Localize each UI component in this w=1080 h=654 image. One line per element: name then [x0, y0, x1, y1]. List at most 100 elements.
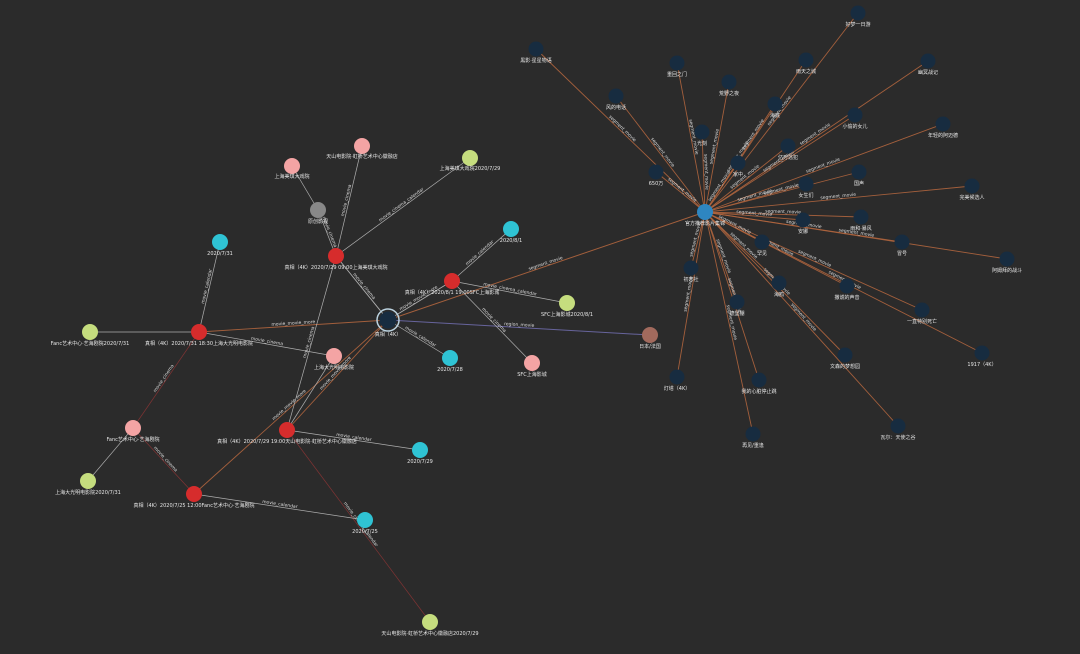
movie-node[interactable] [839, 278, 855, 294]
movie-node-label: 黑影·星星物语 [520, 57, 552, 64]
graph-node[interactable] [186, 486, 202, 502]
graph-node-label: 2020/7/29 [407, 459, 433, 465]
movie-node[interactable] [669, 369, 685, 385]
graph-node[interactable] [444, 273, 460, 289]
graph-edge [286, 255, 337, 431]
movie-node-label: 罕见 [757, 251, 767, 257]
movie-node[interactable] [528, 41, 544, 57]
movie-node[interactable] [771, 275, 787, 291]
graph-node[interactable] [354, 138, 370, 154]
movie-node-label: 瓦尔：天使之谷 [880, 434, 915, 441]
movie-node[interactable] [798, 176, 814, 192]
movie-node[interactable] [920, 53, 936, 69]
movie-node[interactable] [729, 294, 745, 310]
edge-label: movie_cinema [250, 336, 283, 348]
graph-node[interactable] [279, 422, 295, 438]
movie-node[interactable] [694, 124, 710, 140]
hub-node[interactable] [697, 204, 713, 220]
graph-node-label: 2020/8/1 [500, 238, 522, 244]
graph-edge [87, 427, 134, 482]
graph-edge [335, 145, 363, 257]
movie-node-label: 雨天之城 [796, 68, 816, 75]
hub-node-label: 官方推荐影片集锦 [685, 220, 725, 227]
movie-node-label: 再见/重逢 [742, 442, 764, 449]
edge-label: movie_movie_more [271, 319, 315, 328]
graph-node[interactable] [462, 150, 478, 166]
graph-edge [286, 355, 335, 431]
movie-node-label: 光刻 [697, 140, 707, 147]
graph-edge [704, 145, 789, 213]
movie-node[interactable] [751, 372, 767, 388]
graph-edge [387, 280, 453, 321]
center-node[interactable] [379, 311, 397, 329]
graph-node[interactable] [191, 324, 207, 340]
graph-node[interactable] [357, 512, 373, 528]
graph-edge [451, 228, 512, 282]
movie-node[interactable] [914, 302, 930, 318]
movie-node[interactable] [890, 418, 906, 434]
movie-node-label: 灯塔（4K） [664, 385, 690, 392]
graph-node[interactable] [422, 614, 438, 630]
movie-node[interactable] [837, 347, 853, 363]
movie-node[interactable] [851, 164, 867, 180]
movie-node-label: 风的电话 [606, 104, 626, 111]
graph-node[interactable] [284, 158, 300, 174]
graph-node-label: 上海大光明电影院2020/7/31 [55, 489, 121, 496]
movie-node[interactable] [745, 426, 761, 442]
edge-label: segment_movie [838, 227, 875, 238]
graph-node[interactable] [125, 420, 141, 436]
graph-node-label: Fanc艺术中心·艺海剧院 [107, 436, 160, 443]
edge-label: segment_movie [702, 154, 709, 190]
movie-node[interactable] [780, 138, 796, 154]
edge-label: segment_movie [683, 276, 695, 313]
graph-edge [387, 319, 651, 336]
graph-node[interactable] [412, 442, 428, 458]
graph-edge [335, 157, 471, 257]
graph-node[interactable] [328, 248, 344, 264]
graph-edge [704, 211, 780, 284]
movie-node[interactable] [853, 209, 869, 225]
graph-node[interactable] [503, 221, 519, 237]
movie-node[interactable] [767, 96, 783, 112]
movie-node[interactable] [974, 345, 990, 361]
graph-node[interactable] [212, 234, 228, 250]
movie-node[interactable] [608, 88, 624, 104]
movie-node[interactable] [683, 260, 699, 276]
center-node-ring [376, 308, 400, 332]
graph-node[interactable] [559, 295, 575, 311]
movie-node[interactable] [721, 74, 737, 90]
movie-node[interactable] [894, 234, 910, 250]
movie-node[interactable] [999, 251, 1015, 267]
graph-node-label: 天山电影院·虹桥艺术中心徽融店2020/7/29 [381, 630, 478, 637]
graph-edge [291, 165, 319, 211]
movie-node[interactable] [964, 178, 980, 194]
graph-edge [317, 209, 337, 257]
graph-node-label: 2020/7/25 [352, 529, 378, 535]
movie-node[interactable] [847, 107, 863, 123]
movie-node[interactable] [754, 234, 770, 250]
movie-node[interactable] [795, 212, 811, 228]
graph-node[interactable] [82, 324, 98, 340]
graph-edge [701, 131, 706, 213]
graph-edge [655, 171, 706, 213]
graph-node[interactable] [524, 355, 540, 371]
movie-node[interactable] [850, 5, 866, 21]
graph-node[interactable] [442, 350, 458, 366]
graph-edge [704, 81, 730, 213]
graph-edge [676, 62, 706, 213]
movie-node-label: 国声 [854, 180, 864, 187]
movie-node[interactable] [648, 164, 664, 180]
graph-node[interactable] [310, 202, 326, 218]
movie-node[interactable] [798, 52, 814, 68]
movie-node[interactable] [935, 116, 951, 132]
graph-edge [198, 319, 389, 333]
movie-node[interactable] [730, 155, 746, 171]
graph-edge [704, 60, 929, 213]
graph-edge [704, 211, 738, 303]
graph-edge [704, 211, 760, 381]
graph-node[interactable] [80, 473, 96, 489]
movie-node[interactable] [669, 55, 685, 71]
graph-node[interactable] [326, 348, 342, 364]
graph-node[interactable] [642, 327, 658, 343]
